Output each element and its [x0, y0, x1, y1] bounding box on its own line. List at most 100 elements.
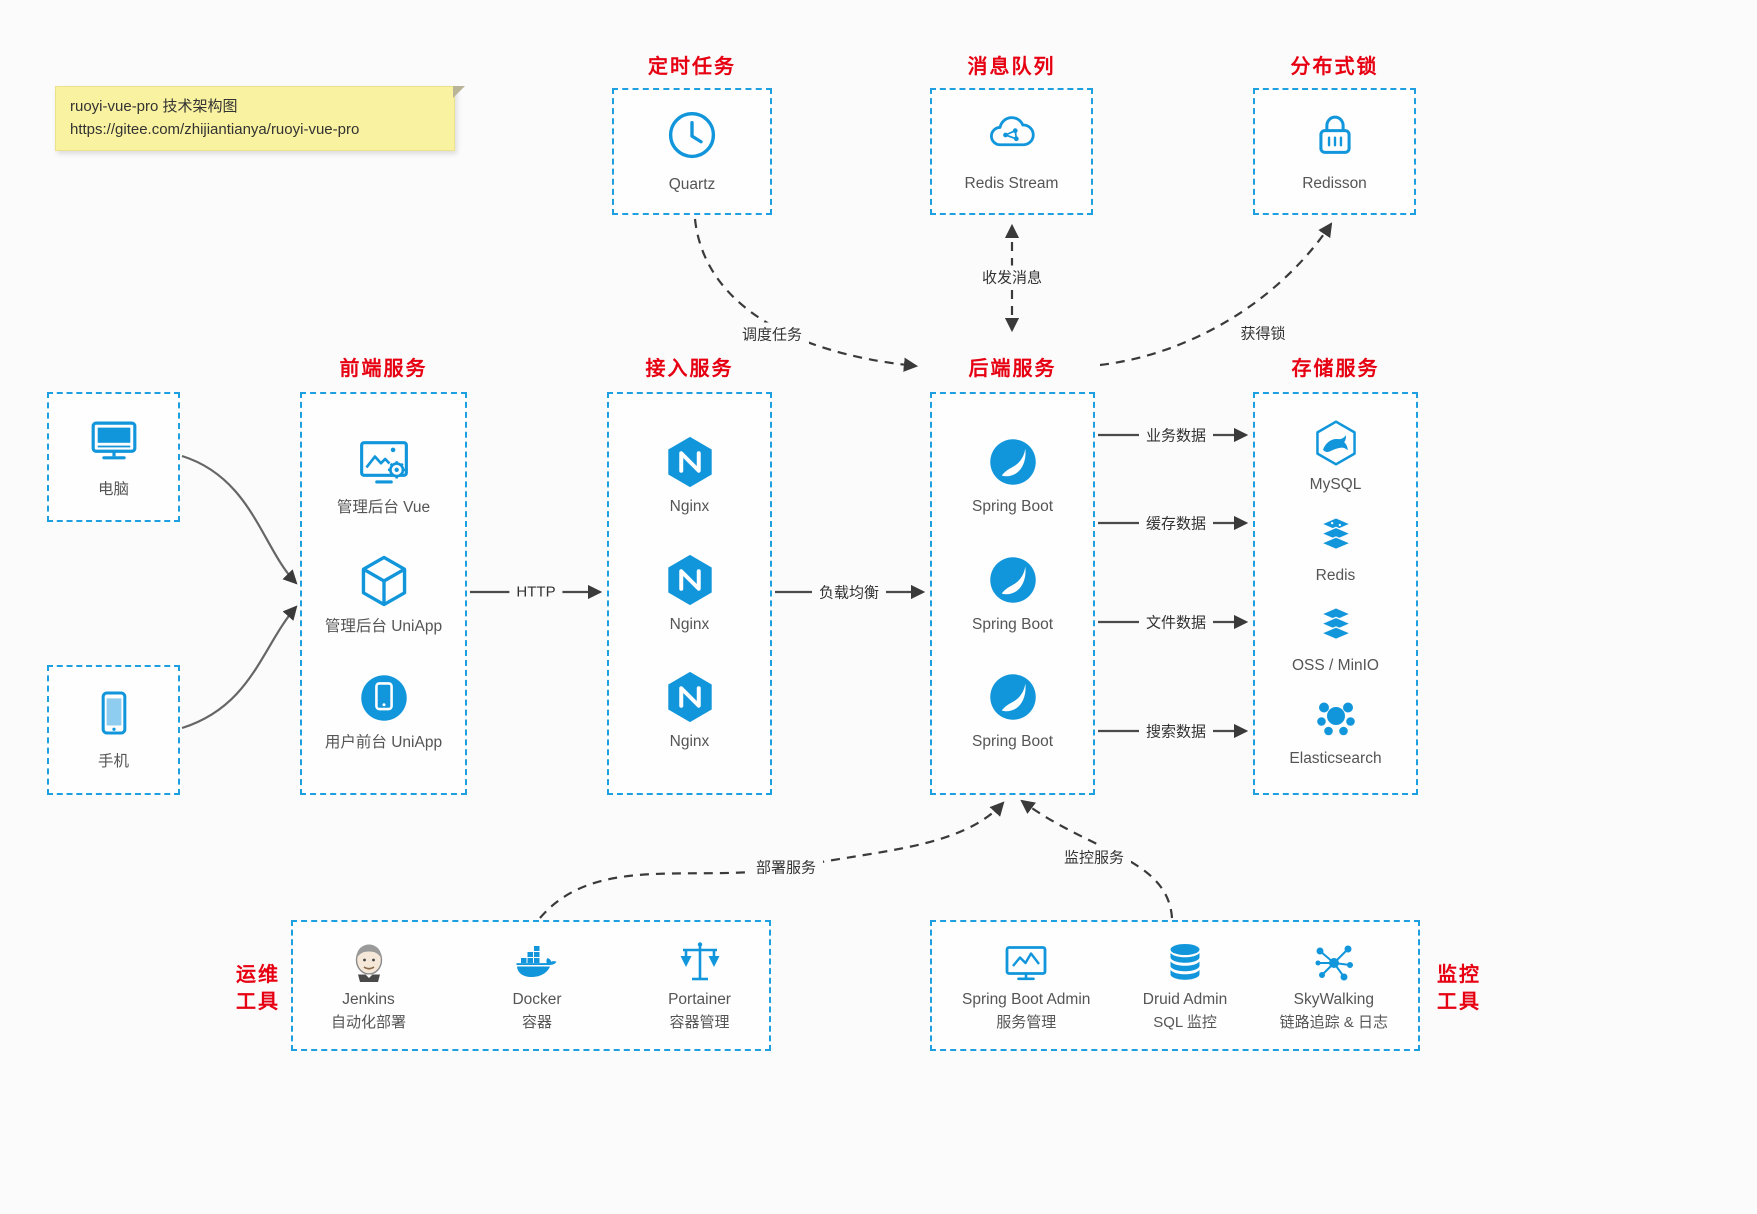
spring-boot-admin-icon: [1002, 939, 1050, 987]
uniapp-box-icon: [355, 552, 413, 610]
column-title-storage: 存储服务: [1291, 358, 1380, 380]
nginx-icon: [662, 434, 718, 490]
storage-services-box: MySQL Redis OSS / MinIO Elasticsearch: [1253, 392, 1418, 795]
note-title: ruoyi-vue-pro 技术架构图: [70, 98, 238, 115]
elasticsearch-icon: [1312, 694, 1360, 742]
group-title-ops-tools: 运维 工具: [230, 962, 286, 1016]
column-title-gateway: 接入服务: [645, 358, 734, 380]
item-label: SkyWalking: [1293, 990, 1375, 1008]
monitoring-tools-box: Spring Boot Admin 服务管理 Druid Admin SQL 监…: [930, 920, 1420, 1051]
item-label: Elasticsearch: [1289, 750, 1382, 768]
item-sublabel: 服务管理: [996, 1013, 1057, 1031]
druid-icon: [1161, 939, 1209, 987]
spring-boot-item: Spring Boot: [972, 669, 1053, 752]
edge-label-deploy: 部署服务: [748, 855, 824, 879]
edge-get-lock-line: [1099, 222, 1333, 367]
portainer-icon: [676, 939, 724, 987]
phone-label: 手机: [97, 753, 129, 771]
nginx-item: Nginx: [662, 434, 718, 517]
spring-boot-item: Spring Boot: [972, 552, 1053, 635]
item-label: OSS / MinIO: [1292, 657, 1379, 675]
edge-computer-frontend: [181, 454, 298, 585]
quartz-box: Quartz: [612, 88, 772, 215]
edge-label-monitor: 监控服务: [1056, 845, 1132, 869]
edge-label-schedule: 调度任务: [734, 322, 810, 346]
cloud-network-icon: [984, 109, 1040, 161]
nginx-icon: [662, 552, 718, 608]
admin-vue-item: 管理后台 Vue: [337, 433, 430, 518]
oss-minio-item: OSS / MinIO: [1292, 603, 1379, 676]
desktop-icon: [87, 413, 141, 467]
mysql-item: MySQL: [1309, 418, 1362, 495]
item-sublabel: 容器管理: [669, 1013, 730, 1031]
item-label: Jenkins: [342, 990, 395, 1008]
mysql-icon: [1311, 418, 1361, 468]
druid-admin-item: Druid Admin SQL 监控: [1143, 939, 1227, 1033]
spring-boot-icon: [985, 434, 1041, 490]
user-uniapp-item: 用户前台 UniApp: [325, 670, 442, 753]
admin-vue-icon: [355, 433, 413, 491]
nginx-icon: [662, 669, 718, 725]
item-sublabel: SQL 监控: [1153, 1013, 1217, 1031]
skywalking-icon: [1310, 939, 1358, 987]
group-title-message-queue: 消息队列: [967, 56, 1056, 78]
redis-item: Redis: [1312, 513, 1360, 586]
lock-icon: [1309, 109, 1361, 161]
spring-boot-icon: [985, 669, 1041, 725]
edge-label-file-data: 文件数据: [1138, 610, 1214, 634]
nginx-item: Nginx: [662, 669, 718, 752]
computer-label: 电脑: [97, 481, 129, 499]
edge-label-search-data: 搜索数据: [1138, 719, 1214, 743]
item-label: Portainer: [668, 990, 731, 1008]
item-label: Docker: [512, 990, 562, 1008]
item-label: Druid Admin: [1142, 990, 1228, 1008]
spring-boot-item: Spring Boot: [972, 434, 1053, 517]
elasticsearch-item: Elasticsearch: [1289, 694, 1382, 769]
docker-item: Docker 容器: [512, 939, 562, 1033]
item-label: Spring Boot: [972, 733, 1053, 751]
item-sublabel: 链路追踪 & 日志: [1279, 1013, 1388, 1031]
redisson-box: Redisson: [1253, 88, 1416, 215]
quartz-label: Quartz: [668, 175, 716, 193]
ops-tools-box: Jenkins 自动化部署 Docker 容器 Portainer 容器管理: [291, 920, 771, 1051]
backend-services-box: Spring Boot Spring Boot Spring Boot: [930, 392, 1095, 795]
item-sublabel: 自动化部署: [331, 1013, 407, 1031]
item-label: Spring Boot Admin: [962, 990, 1091, 1008]
item-label: Nginx: [669, 615, 710, 633]
ops-title-line2: 工具: [236, 991, 280, 1013]
item-label: Spring Boot: [972, 615, 1053, 633]
edge-label-business-data: 业务数据: [1138, 423, 1214, 447]
user-app-icon: [356, 670, 412, 726]
ops-title-line1: 运维: [236, 964, 280, 986]
edge-label-http: HTTP: [509, 582, 563, 602]
oss-minio-icon: [1312, 603, 1360, 649]
phone-icon: [88, 687, 140, 739]
group-title-scheduled-tasks: 定时任务: [648, 56, 736, 78]
group-title-monitoring-tools: 监控 工具: [1431, 962, 1487, 1016]
edge-label-cache-data: 缓存数据: [1138, 511, 1214, 535]
redis-stream-box: Redis Stream: [930, 88, 1093, 215]
edge-phone-frontend: [181, 605, 298, 730]
item-label: 管理后台 Vue: [336, 499, 431, 517]
monitoring-title-line2: 工具: [1437, 991, 1481, 1013]
spring-boot-icon: [985, 552, 1041, 608]
sticky-note: ruoyi-vue-pro 技术架构图 https://gitee.com/zh…: [55, 86, 465, 151]
jenkins-icon: [345, 939, 393, 987]
column-title-frontend: 前端服务: [339, 358, 428, 380]
redisson-label: Redisson: [1302, 174, 1367, 192]
portainer-item: Portainer 容器管理: [668, 939, 731, 1033]
item-label: 管理后台 UniApp: [324, 617, 443, 635]
edge-label-message: 收发消息: [974, 265, 1050, 289]
edge-label-load-balance: 负载均衡: [811, 580, 887, 604]
redis-icon: [1312, 513, 1360, 559]
clock-icon: [665, 108, 719, 162]
monitoring-title-line1: 监控: [1437, 964, 1481, 986]
item-sublabel: 容器: [522, 1013, 553, 1031]
item-label: 用户前台 UniApp: [324, 734, 443, 752]
spring-boot-admin-item: Spring Boot Admin 服务管理: [962, 939, 1090, 1033]
computer-box: 电脑: [47, 392, 180, 522]
item-label: Nginx: [669, 498, 710, 516]
item-label: MySQL: [1309, 475, 1362, 493]
admin-uniapp-item: 管理后台 UniApp: [325, 552, 442, 637]
